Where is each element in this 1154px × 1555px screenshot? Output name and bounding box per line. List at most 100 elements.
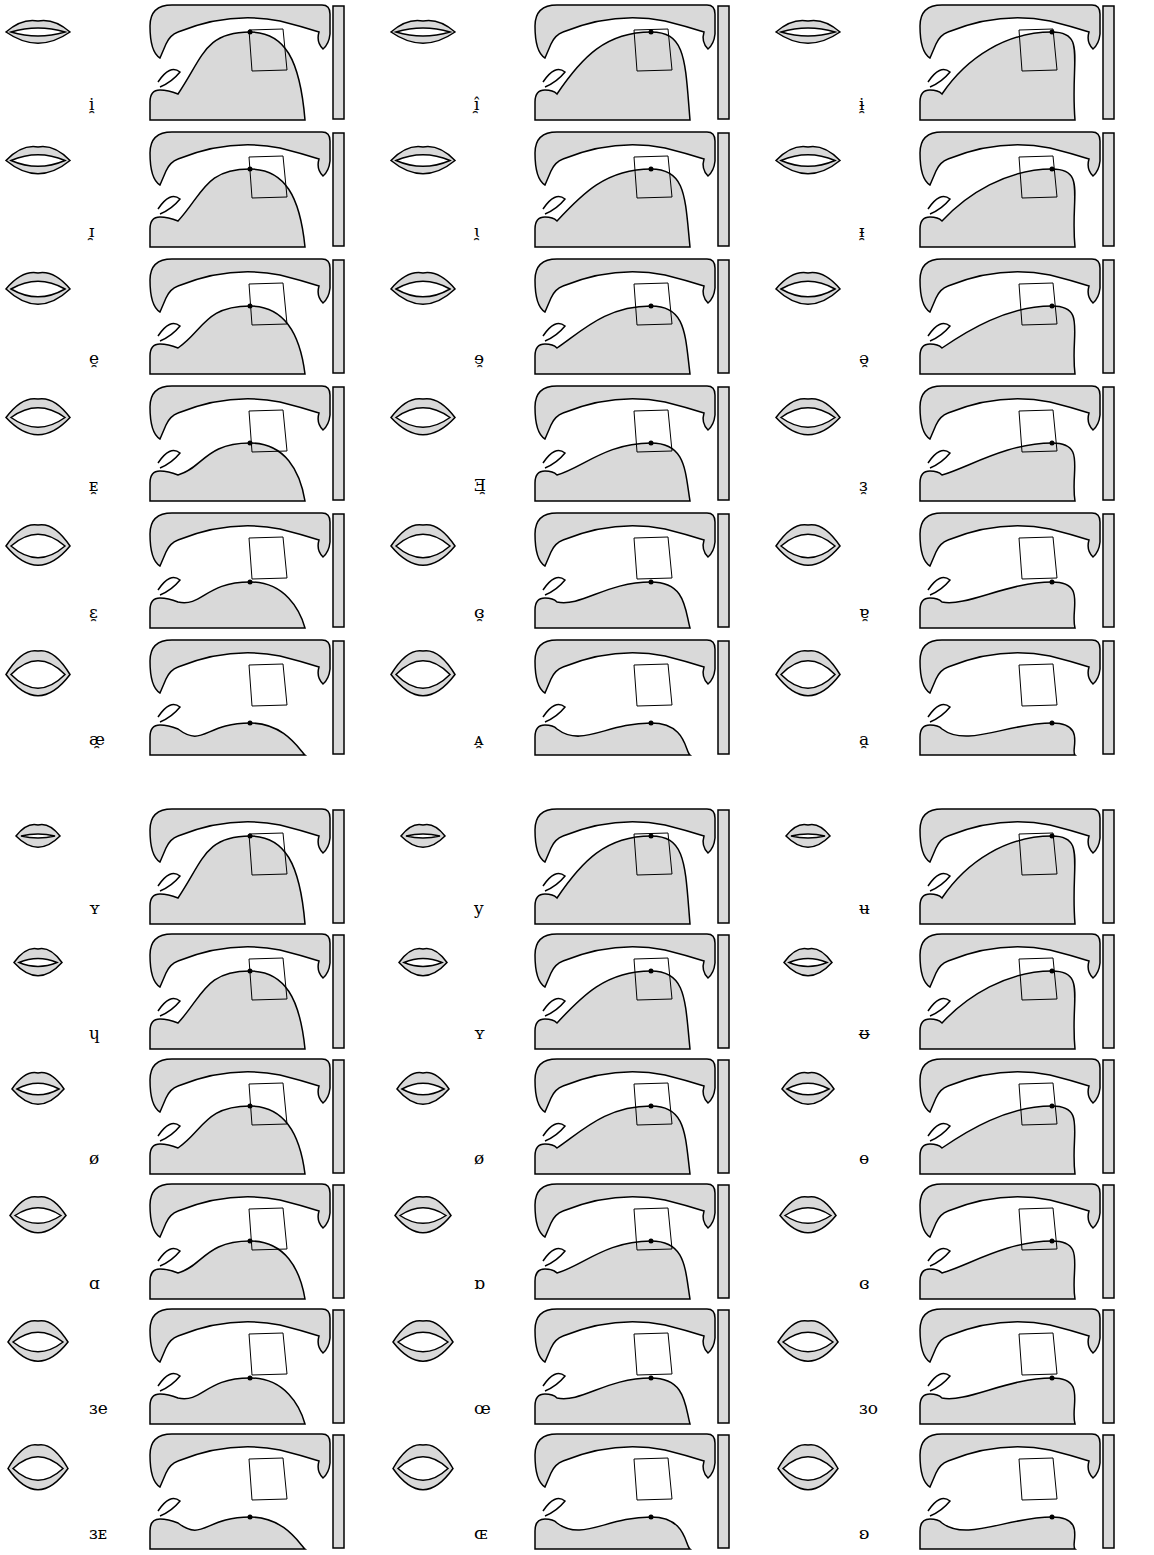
vowel-symbol: ᵿ [858,1023,871,1043]
lip-opening [17,1083,59,1095]
reference-box [634,1083,672,1125]
lips [778,1445,838,1490]
lip-opening [781,408,835,428]
tongue [535,1106,690,1174]
pharynx-wall [1103,260,1114,373]
tongue-point [1050,1104,1055,1109]
tongue [535,1241,690,1299]
palate [535,1059,715,1112]
lower-lip [158,578,180,595]
reference-box [634,833,672,875]
palate [535,513,715,566]
tongue [920,169,1075,247]
palate [150,1184,330,1237]
pharynx-wall [1103,514,1114,627]
lips [391,399,455,435]
tongue-point [248,1104,253,1109]
lip-opening [11,28,65,36]
vowel-symbol: e̯ [88,348,100,368]
palate [920,386,1100,439]
lower-lip [928,1499,950,1516]
vowel-symbol: y [473,898,485,918]
vowel-symbol: î̯ [473,94,480,114]
tongue-point [248,1239,253,1244]
reference-box [634,958,672,1000]
tongue-point [248,1376,253,1381]
palate [920,1309,1100,1362]
lips [8,1321,68,1362]
tongue [150,169,305,247]
reference-box [249,156,287,198]
palate [150,259,330,312]
lip-opening [402,1083,444,1095]
lips [776,273,840,305]
vowel-cell [6,5,344,120]
pharynx-wall [333,6,344,119]
reference-box [249,1333,287,1375]
tongue [920,1106,1075,1174]
vowel-cell [391,5,729,120]
lips [6,20,70,43]
tongue [150,1241,305,1299]
lower-lip [158,1374,180,1391]
tongue-point [649,721,654,726]
vowel-cell [393,1309,729,1424]
lips [395,1197,451,1233]
vowel-symbol: ɪ̯ [88,221,95,241]
palate [150,1434,330,1487]
palate [535,1309,715,1362]
tongue-point [649,1376,654,1381]
vowel-cell [776,386,1114,501]
tongue-point [248,721,253,726]
reference-box [634,537,672,579]
tongue-point [1050,441,1055,446]
lower-lip [543,197,565,214]
lip-opening [11,408,65,428]
palate [535,386,715,439]
reference-box [249,1083,287,1125]
vowel-cell [786,809,1114,924]
reference-box [634,29,672,71]
lips [12,1073,64,1105]
tongue [535,723,690,755]
lip-opening [11,281,65,297]
vowel-symbol: ɘ̯ [473,348,485,368]
reference-box [634,1458,672,1500]
lip-opening [781,534,835,557]
lower-lip [158,705,180,722]
lip-opening [789,959,827,967]
lower-lip [928,874,950,891]
reference-box [634,664,672,706]
reference-box [634,1208,672,1250]
palate [920,1184,1100,1237]
tongue [535,169,690,247]
lips [399,949,447,976]
vowel-cell [12,1059,344,1174]
vowel-cell [397,1059,729,1174]
tongue [920,1241,1075,1299]
pharynx-wall [333,935,344,1048]
vowel-cell [8,1309,344,1424]
lips [391,651,455,696]
lips [6,525,70,566]
vowel-cell [395,1184,729,1299]
vowel-symbol: ɑ [88,1273,101,1293]
lip-opening [396,28,450,36]
lips [6,147,70,174]
pharynx-wall [333,133,344,246]
vowel-symbol: ɨ̯ [858,94,865,114]
lips [401,824,445,847]
vowel-symbol: ø [473,1148,485,1168]
tongue [150,971,305,1049]
tongue-point [1050,834,1055,839]
palate [150,1309,330,1362]
lip-opening [398,1332,448,1352]
pharynx-wall [1103,641,1114,754]
palate [150,640,330,693]
pharynx-wall [333,387,344,500]
palate [150,1059,330,1112]
vowel-cell [391,640,729,755]
lower-lip [543,578,565,595]
tongue [920,1517,1075,1549]
reference-box [249,1458,287,1500]
